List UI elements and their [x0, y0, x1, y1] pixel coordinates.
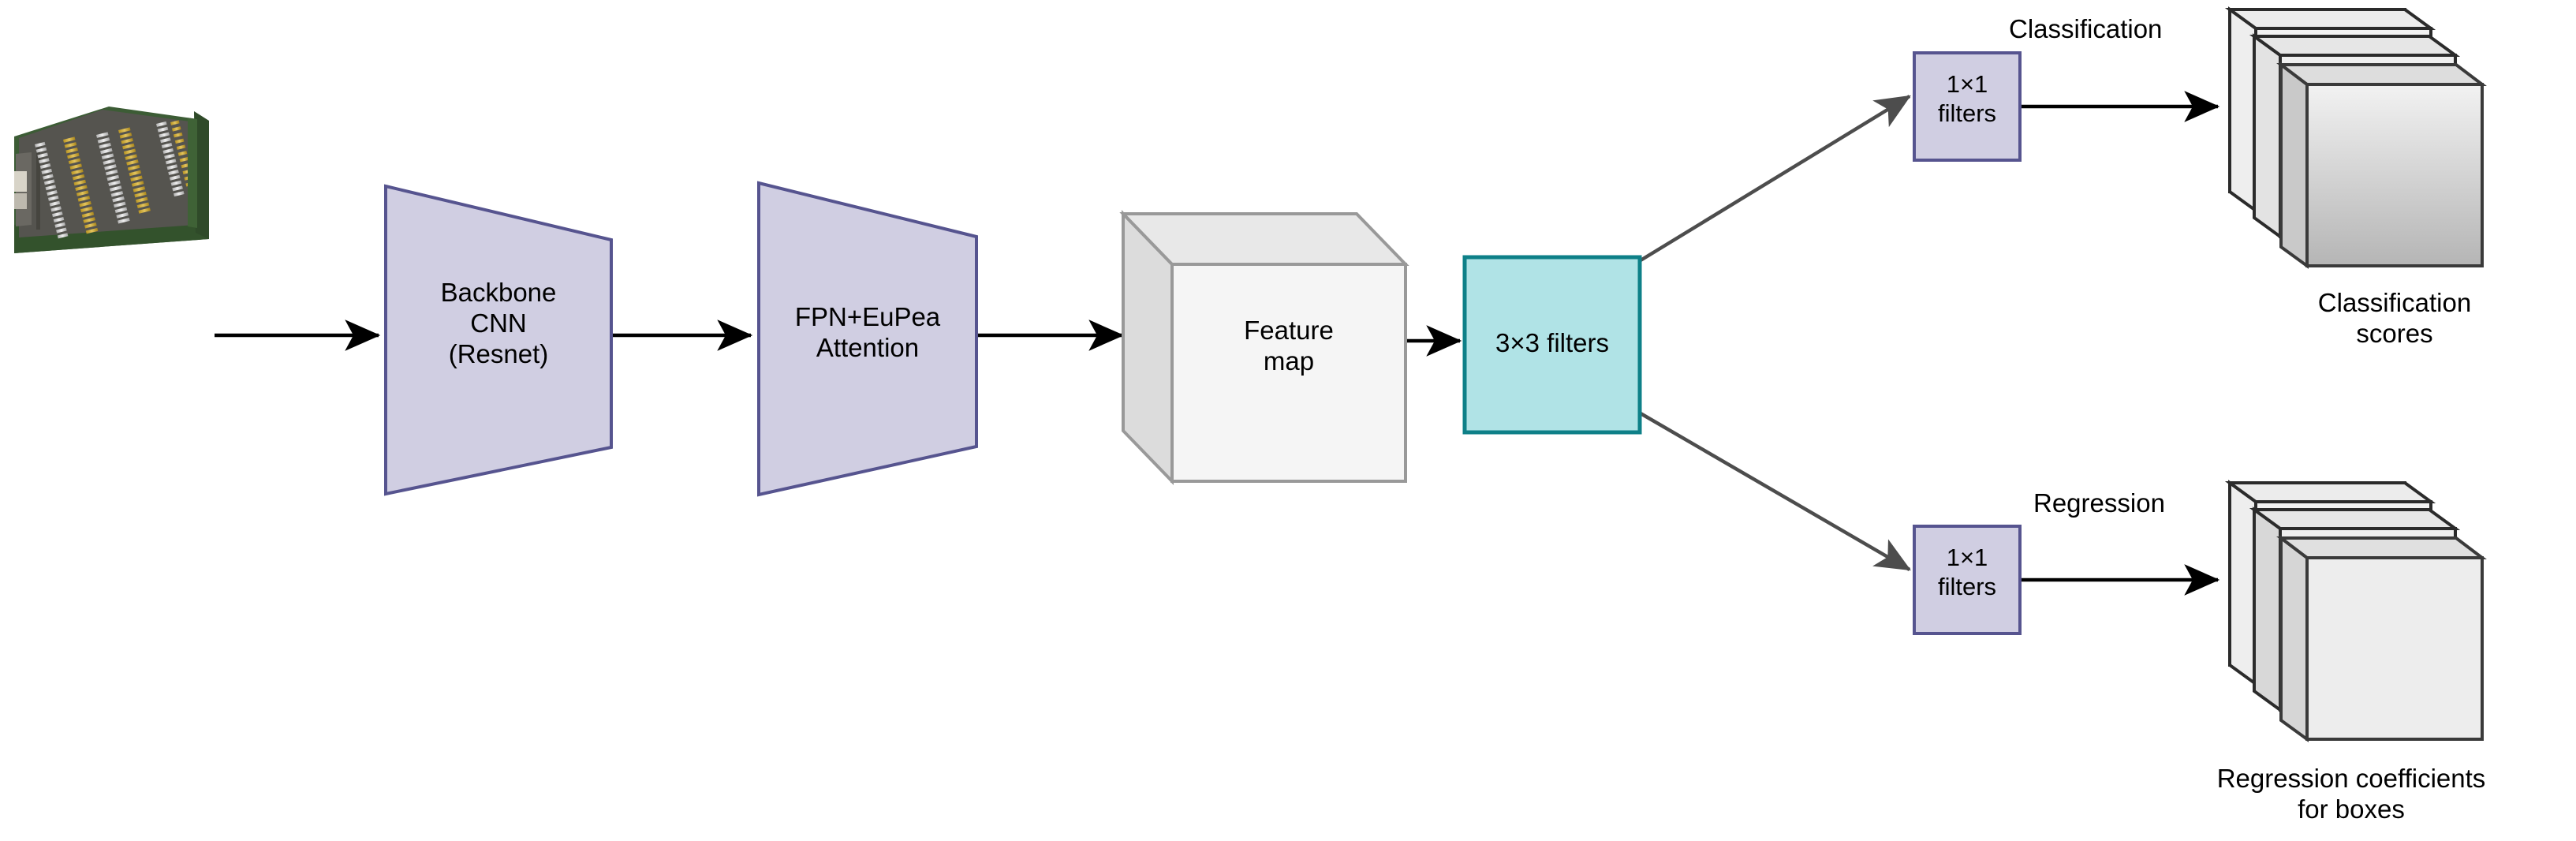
classification-scores-stack[interactable]: [2224, 6, 2487, 269]
feature-map-cube-front-face: [1170, 263, 1407, 483]
conv1x1-filters-label-bottom: 1×1 filters: [1914, 544, 2020, 601]
classification-caption-line1: Classification: [2317, 288, 2472, 317]
conv1x1-top-line2: filters: [1937, 99, 1997, 127]
backbone-cnn-trapezoid[interactable]: [384, 184, 613, 496]
feature-map-label: Feature map: [1172, 316, 1406, 377]
feature-map-label-line1: Feature: [1244, 316, 1334, 345]
conv1x1-bottom-line1: 1×1: [1946, 544, 1988, 571]
regression-branch-label: Regression: [2033, 488, 2165, 518]
conv3x3-filters-label: 3×3 filters: [1495, 328, 1609, 357]
conv1x1-filters-box-bottom[interactable]: [1913, 525, 2022, 635]
classification-scores-caption: Classification scores: [2261, 288, 2529, 349]
regression-coefficients-stack[interactable]: [2224, 480, 2487, 742]
arrow-conv3x3-to-conv1x1-bottom: [1639, 412, 1911, 571]
feature-map-cube[interactable]: [1119, 210, 1409, 485]
feature-map-label-line2: map: [1263, 346, 1315, 376]
regression-coefficients-caption: Regression coefficients for boxes: [2166, 764, 2537, 825]
conv1x1-top-line1: 1×1: [1946, 70, 1988, 98]
fpn-attention-label: FPN+EuPea Attention: [755, 302, 980, 364]
pcb-photo-icon: [14, 107, 209, 253]
backbone-cnn-label-line3: (Resnet): [448, 338, 549, 368]
conv3x3-filters-box[interactable]: [1462, 255, 1642, 435]
conv1x1-bottom-line2: filters: [1937, 572, 1997, 600]
fpn-attention-trapezoid[interactable]: [757, 181, 978, 497]
arrow-conv3x3-to-conv1x1-top: [1639, 95, 1911, 262]
regression-caption-line2: for boxes: [2298, 794, 2405, 824]
regression-caption-line1: Regression coefficients: [2216, 764, 2486, 793]
regression-stack-plane-1: [2276, 534, 2487, 742]
backbone-cnn-label: Backbone CNN (Resnet): [386, 278, 611, 370]
fpn-attention-label-line2: Attention: [816, 332, 920, 362]
input-image-pcb-photo: [8, 107, 213, 264]
fpn-attention-label-line1: FPN+EuPea: [794, 302, 941, 331]
conv1x1-filters-label-top: 1×1 filters: [1914, 70, 2020, 128]
backbone-cnn-label-line1: Backbone: [440, 278, 557, 307]
backbone-cnn-label-line2: CNN: [470, 308, 527, 338]
classification-branch-label: Classification: [2009, 14, 2163, 43]
feature-map-cube-top-face: [1119, 212, 1409, 266]
classification-stack-plane-1: [2276, 61, 2487, 269]
conv1x1-filters-box-top[interactable]: [1913, 51, 2022, 162]
classification-caption-line2: scores: [2356, 318, 2433, 348]
